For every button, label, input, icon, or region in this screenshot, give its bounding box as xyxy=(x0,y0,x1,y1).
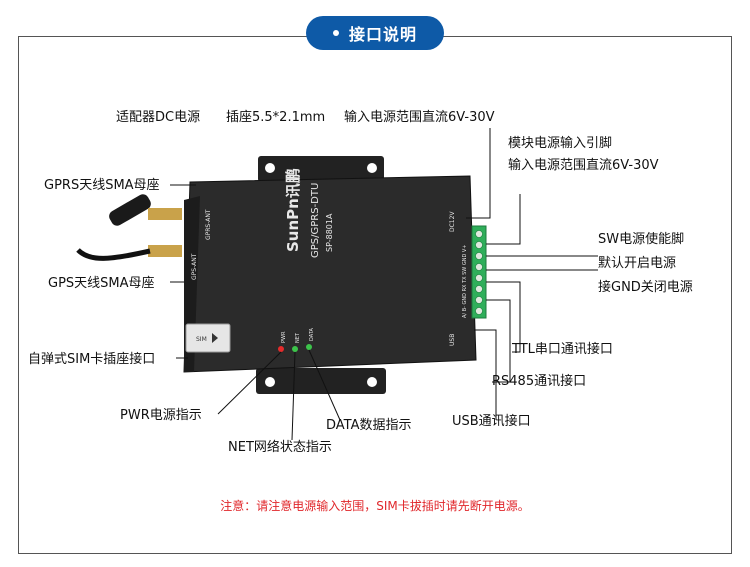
label-socket-spec: 插座5.5*2.1mm xyxy=(226,110,326,125)
port-gps-label: GPS-ANT xyxy=(191,253,198,280)
label-gps-antenna: GPS天线SMA母座 xyxy=(48,276,155,291)
label-input-range-top: 输入电源范围直流6V-30V xyxy=(344,110,495,125)
terminal-block xyxy=(471,225,487,319)
label-module-pin: 模块电源输入引脚 xyxy=(508,136,613,151)
label-rs485: RS485通讯接口 xyxy=(492,374,587,389)
terminal-pin-labels: A/ B- GND RX TX SW GND V+ xyxy=(462,244,468,318)
led-data-label: DATA xyxy=(309,328,315,341)
device-model: GPS/GPRS-DTU xyxy=(310,183,321,258)
label-data: DATA数据指示 xyxy=(326,418,412,433)
pwr-led xyxy=(278,346,284,352)
label-dc-adapter: 适配器DC电源 xyxy=(116,110,201,125)
sim-tray xyxy=(185,323,231,353)
top-mounting-ear xyxy=(258,156,384,182)
footer-warning-note: 注意：请注意电源输入范围，SIM卡拔插时请先断开电源。 xyxy=(220,499,530,513)
sim-arrow-icon xyxy=(212,333,218,343)
terminal-screws xyxy=(475,230,483,315)
label-usb: USB通讯接口 xyxy=(452,414,531,429)
section-title-badge: 接口说明 xyxy=(306,16,444,50)
label-gprs-antenna: GPRS天线SMA母座 xyxy=(44,178,160,193)
data-led xyxy=(306,344,312,350)
label-ttl: TTL串口通讯接口 xyxy=(512,342,613,357)
led-net-label: NET xyxy=(295,332,301,343)
label-gnd-off: 接GND关闭电源 xyxy=(598,280,693,295)
leader-lines xyxy=(170,128,598,441)
gprs-sma-connector xyxy=(148,208,182,220)
net-led xyxy=(292,346,298,352)
bottom-left-screw-hole xyxy=(265,377,275,387)
label-sim-slot: 自弹式SIM卡插座接口 xyxy=(28,352,156,367)
gps-antenna-cable xyxy=(76,248,151,261)
gprs-antenna-cap xyxy=(109,194,151,226)
device-brand: SunPn讯鹏 xyxy=(284,168,302,252)
label-default-on: 默认开启电源 xyxy=(598,256,677,271)
bottom-mounting-ear xyxy=(256,368,386,394)
label-input-range-right: 输入电源范围直流6V-30V xyxy=(508,158,659,173)
port-dc-label: DC12V xyxy=(449,211,456,232)
section-title: 接口说明 xyxy=(348,25,417,44)
led-pwr-label: PWR xyxy=(281,331,287,343)
device-part-no: SP-8801A xyxy=(325,213,334,252)
bottom-right-screw-hole xyxy=(367,377,377,387)
top-left-screw-hole xyxy=(265,163,275,173)
port-usb-label: USB xyxy=(449,334,456,346)
gps-sma-connector xyxy=(148,245,182,257)
sim-tray-tag: SIM xyxy=(196,336,207,343)
top-right-screw-hole xyxy=(367,163,377,173)
label-net: NET网络状态指示 xyxy=(228,440,332,455)
bullet-icon xyxy=(332,30,339,36)
label-sw-pin: SW电源使能脚 xyxy=(598,232,685,247)
label-pwr: PWR电源指示 xyxy=(120,408,202,423)
port-gprs-label: GPRS-ANT xyxy=(205,209,212,240)
